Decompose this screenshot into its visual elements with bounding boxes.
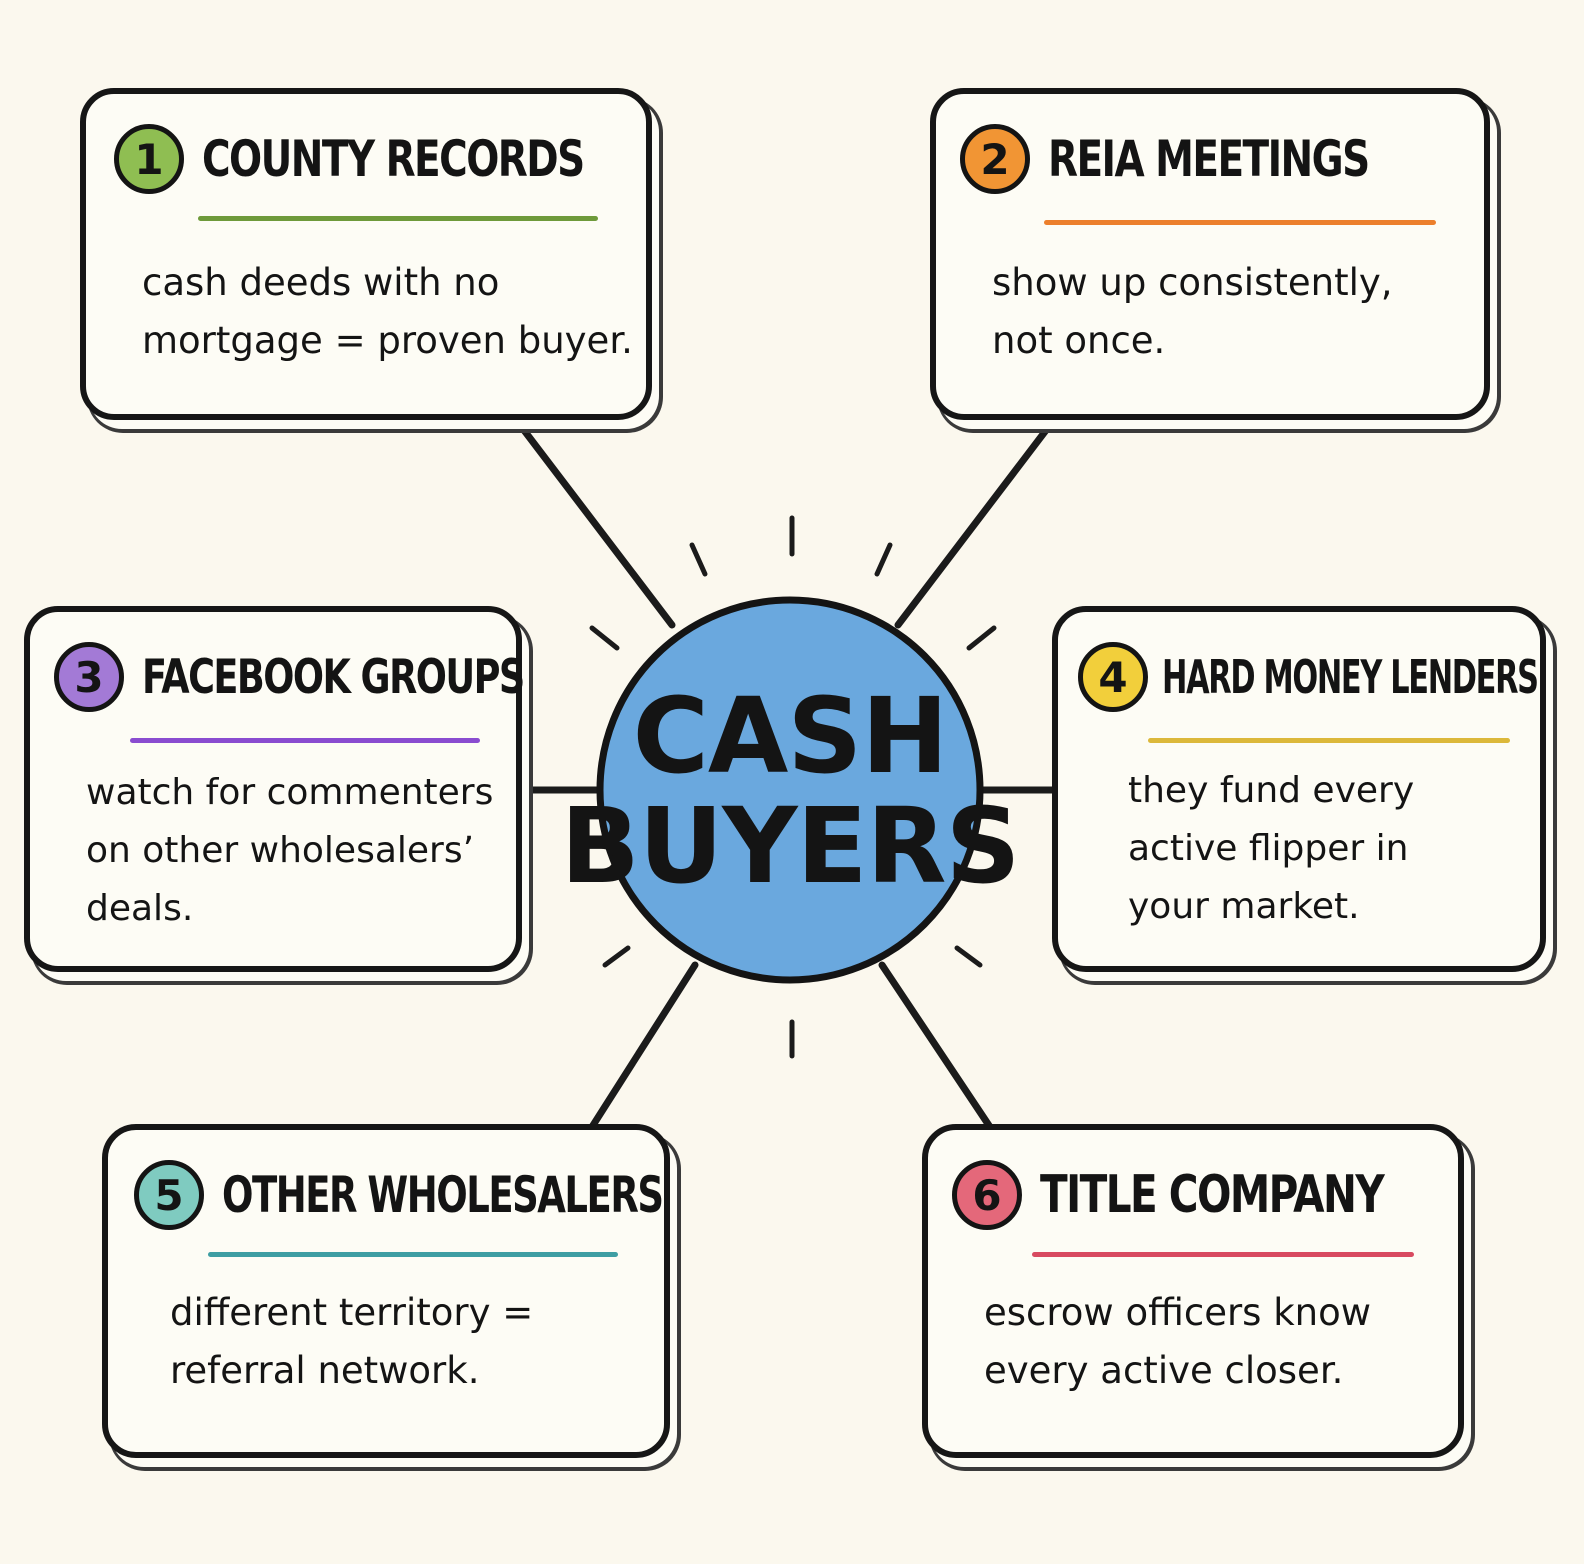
title-underline [208,1252,618,1257]
hub: CASH BUYERS [560,596,1021,984]
hub-ray [589,625,620,651]
card-header: 6 TITLE COMPANY [928,1160,1458,1230]
card-title: HARD MONEY LENDERS [1162,650,1539,704]
hub-ray [602,945,631,968]
hub-title-line1: CASH [633,675,948,797]
title-underline [198,216,598,221]
card-header: 5 OTHER WHOLESALERS [108,1160,664,1230]
title-underline [130,738,480,743]
hub-ray [874,542,893,577]
number-badge: 4 [1078,642,1148,712]
card-hard-money-lenders: 4 HARD MONEY LENDERS they fund every act… [1052,606,1546,972]
connector-county-records [516,421,676,629]
hub-ray [966,625,997,651]
number-badge: 2 [960,124,1030,194]
hub-ray [689,542,708,577]
hub-title-line2: BUYERS [560,785,1019,907]
hub-rays [589,515,997,1059]
card-title: FACEBOOK GROUPS [142,649,525,705]
card-other-wholesalers: 5 OTHER WHOLESALERS different territory … [102,1124,670,1458]
card-description: watch for commenters on other wholesaler… [86,772,494,929]
connectors [516,421,1062,1134]
card-title-company: 6 TITLE COMPANY escrow officers know eve… [922,1124,1464,1458]
card-header: 3 FACEBOOK GROUPS [30,642,525,712]
card-description: escrow officers know every active closer… [984,1291,1371,1392]
card-title: OTHER WHOLESALERS [222,1166,664,1224]
card-header: 4 HARD MONEY LENDERS [1058,642,1540,712]
hub-ray [954,945,983,968]
title-underline [1032,1252,1414,1257]
card-header: 1 COUNTY RECORDS [86,124,646,194]
card-title: COUNTY RECORDS [202,130,585,188]
connector-other-wholesalers [586,961,699,1134]
number-badge: 6 [952,1160,1022,1230]
number-badge: 1 [114,124,184,194]
card-reia-meetings: 2 REIA MEETINGS show up consistently, no… [930,88,1490,420]
card-county-records: 1 COUNTY RECORDS cash deeds with no mort… [80,88,652,420]
title-underline [1044,220,1436,225]
card-description: they fund every active flipper in your m… [1128,770,1415,927]
card-title: TITLE COMPANY [1040,1165,1385,1225]
card-description: show up consistently, not once. [992,261,1393,362]
card-description: different territory = referral network. [170,1291,534,1392]
connector-reia-meetings [894,421,1054,629]
card-title: REIA MEETINGS [1048,130,1370,188]
connector-title-company [878,961,996,1134]
title-underline [1148,738,1510,743]
card-facebook-groups: 3 FACEBOOK GROUPS watch for commenters o… [24,606,525,972]
card-header: 2 REIA MEETINGS [936,124,1484,194]
number-badge: 5 [134,1160,204,1230]
hub-circle [596,596,984,984]
number-badge: 3 [54,642,124,712]
card-description: cash deeds with no mortgage = proven buy… [142,261,633,362]
